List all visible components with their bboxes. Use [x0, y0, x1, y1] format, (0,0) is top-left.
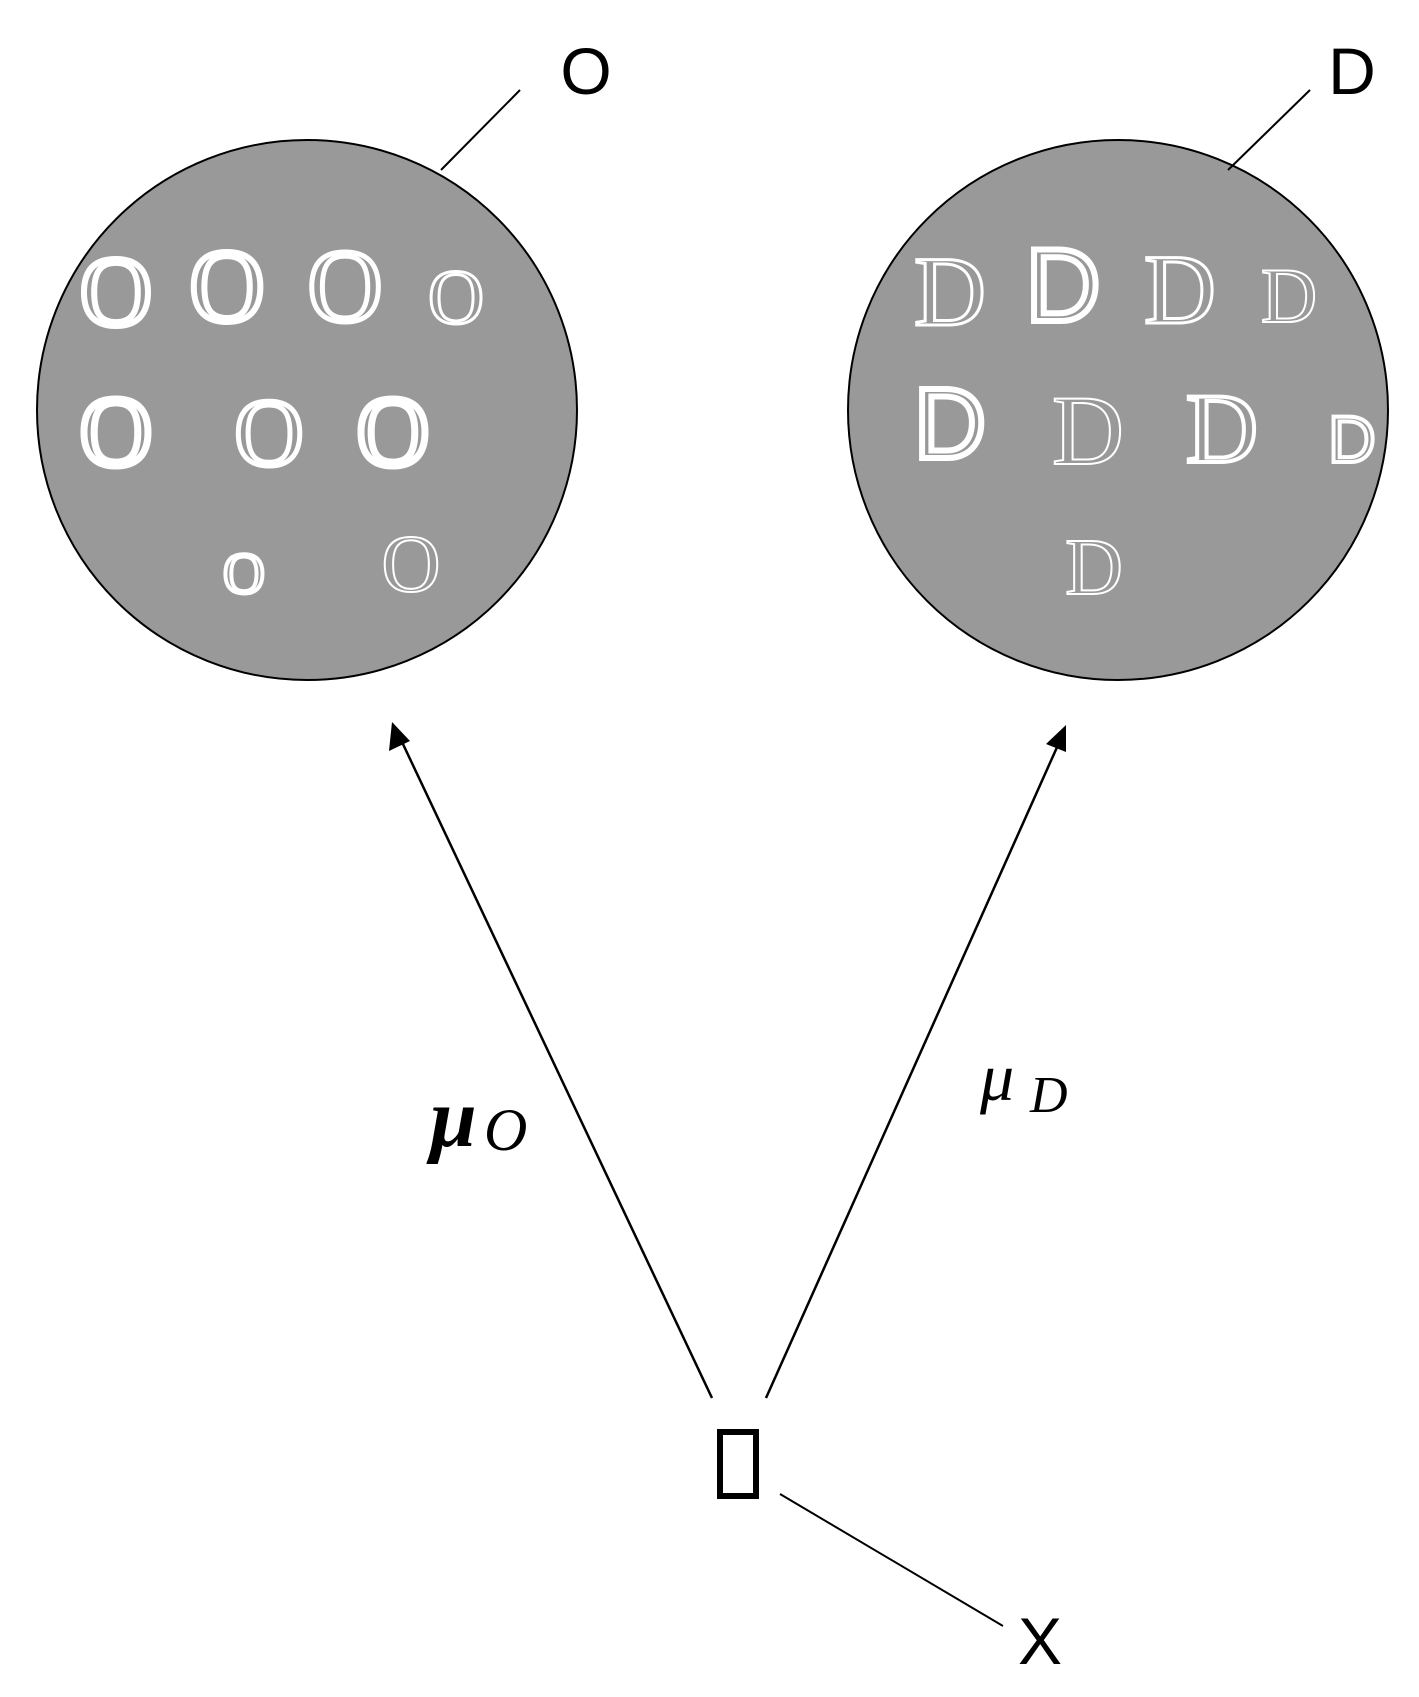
set-d-element-5: D: [914, 368, 986, 480]
mu-o-arrow-line: [400, 741, 714, 1399]
set-o-circle: [36, 139, 578, 681]
set-d-element-1: D: [914, 236, 986, 347]
set-o-element-6: O: [234, 379, 303, 486]
mu-d-label: μ D: [979, 1039, 1068, 1124]
set-o-element-3: O: [307, 229, 382, 344]
point-x: X: [717, 1429, 1062, 1678]
set-o-element-5: O: [80, 376, 152, 487]
point-x-box: [717, 1429, 759, 1499]
point-x-label: X: [1018, 1604, 1062, 1678]
point-x-leader-line: [779, 1493, 1004, 1627]
set-o-leader-line: [440, 89, 521, 171]
set-d-element-2: D: [1025, 228, 1100, 344]
set-o-element-8: O: [223, 541, 265, 606]
set-d-element-6: D: [1052, 375, 1124, 486]
set-o-element-4: O: [428, 253, 484, 340]
mu-d-arrow-line: [764, 744, 1060, 1399]
mu-d-subscript: D: [1029, 1067, 1068, 1124]
set-o-element-2: O: [189, 229, 264, 344]
mu-o-symbol: μ: [426, 1072, 477, 1165]
mu-o-arrowhead: [389, 722, 410, 751]
set-d-leader-line: [1227, 89, 1311, 171]
set-d-label: D: [1328, 34, 1376, 108]
mu-o-label: μ O: [426, 1072, 527, 1165]
mu-d-arrow: [764, 725, 1066, 1399]
set-o-label: O: [560, 34, 611, 108]
set-o-element-1: O: [80, 236, 152, 347]
set-o-element-7: O: [357, 376, 429, 487]
set-d-element-4: D: [1261, 252, 1317, 339]
mu-d-symbol: μ: [979, 1039, 1014, 1115]
set-d-element-9: D: [1065, 524, 1123, 612]
set-d-element-3: D: [1144, 234, 1216, 345]
mu-o-subscript: O: [484, 1097, 527, 1163]
set-d-element-8: D: [1328, 402, 1376, 476]
mu-d-arrowhead: [1046, 725, 1066, 752]
set-d-element-7: D: [1186, 373, 1258, 484]
set-o-element-9: O: [381, 518, 440, 609]
set-d-circle: [847, 139, 1389, 681]
mu-o-arrow: [389, 722, 714, 1399]
